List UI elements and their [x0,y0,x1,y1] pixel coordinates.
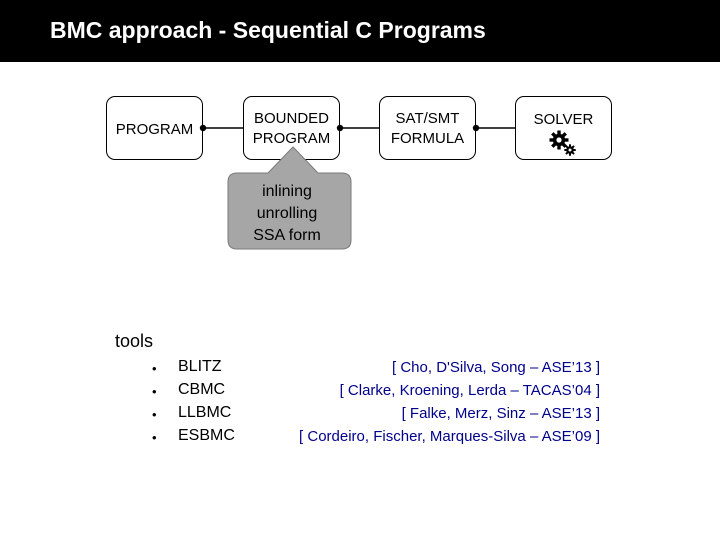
connector-dot [472,124,480,132]
callout-line-unrolling: unrolling [256,205,318,222]
bullet: • [152,384,157,399]
program-label: PROGRAM [115,121,194,138]
connector-dot [199,124,207,132]
callout-line-ssa: SSA form [253,227,321,244]
connector-dot [336,124,344,132]
tool-blitz: BLITZ [178,358,222,375]
program-box: PROGRAM [106,96,203,160]
flow-connectors [199,124,515,132]
formula-box: SAT/SMT FORMULA [379,96,476,160]
bullet: • [152,407,157,422]
citation-esbmc: [ Cordeiro, Fischer, Marques-Silva – ASE… [299,428,600,445]
citation-llbmc: [ Falke, Merz, Sinz – ASE’13 ] [401,405,600,422]
tool-llbmc: LLBMC [178,404,232,421]
citation-cbmc: [ Clarke, Kroening, Lerda – TACAS’04 ] [339,382,600,399]
formula-label-line1: SAT/SMT [395,110,460,127]
callout-shape [227,146,352,250]
citation-blitz: [ Cho, D'Silva, Song – ASE’13 ] [392,359,600,376]
callout-line-inlining: inlining [262,183,312,200]
tools-heading: tools [115,331,154,351]
tool-cbmc: CBMC [178,381,226,398]
solver-label: SOLVER [533,111,594,128]
formula-label-line2: FORMULA [390,130,465,147]
bullet: • [152,361,157,376]
slide-title: BMC approach - Sequential C Programs [50,17,486,43]
bounded-program-label-line1: BOUNDED [253,110,329,127]
solver-box: SOLVER [515,96,612,160]
bounded-program-label-line2: PROGRAM [252,130,331,147]
tool-esbmc: ESBMC [178,427,235,444]
title-bar: BMC approach - Sequential C Programs [0,0,720,62]
gears-icon [549,130,576,156]
bullet: • [152,430,157,445]
